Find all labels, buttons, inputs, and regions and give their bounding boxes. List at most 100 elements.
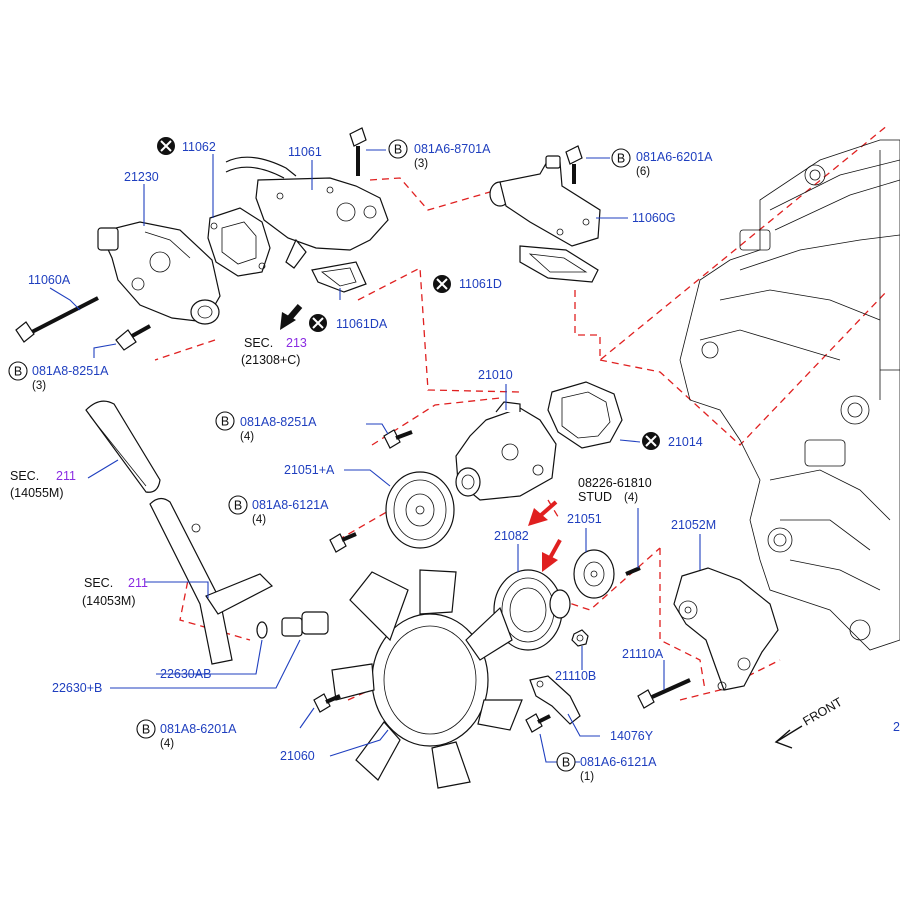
qty-081A8-6201A: (4) bbox=[160, 738, 174, 750]
label-21082: 21082 bbox=[494, 529, 529, 543]
bolt-081A6-6121A bbox=[525, 713, 551, 733]
bolt-marker-icon: B bbox=[611, 148, 631, 168]
label-21051: 21051 bbox=[567, 512, 602, 526]
leader-lines bbox=[49, 149, 701, 763]
bolt-081A8-8251A-mid bbox=[383, 429, 413, 449]
bolt-081A8-6201A bbox=[313, 693, 341, 713]
label-081A8-6121A: 081A8-6121A bbox=[252, 498, 329, 512]
bolt-marker-icon: B bbox=[8, 361, 28, 381]
washer-22630AB bbox=[256, 621, 268, 639]
edge-label: 2 bbox=[893, 720, 900, 734]
qty-081A8-6121A: (4) bbox=[252, 514, 266, 526]
svg-text:B: B bbox=[617, 152, 625, 166]
bolt-21110A bbox=[637, 678, 691, 709]
bolt-11060A bbox=[15, 296, 99, 343]
gasket-21014 bbox=[547, 381, 623, 449]
label-21110B: 21110B bbox=[555, 669, 596, 683]
bolt-081A6-6201A bbox=[565, 145, 583, 184]
bolt-081A8-6121A bbox=[329, 532, 357, 553]
label-11060A: 11060A bbox=[28, 273, 71, 287]
water-pump-21010 bbox=[455, 401, 557, 501]
sec-211b-ref: (14053M) bbox=[82, 594, 136, 608]
label-21010: 21010 bbox=[478, 368, 513, 382]
label-081A6-8701A: 081A6-8701A bbox=[414, 142, 491, 156]
svg-text:B: B bbox=[562, 756, 570, 770]
qty-081A8-8251A-top: (3) bbox=[32, 380, 46, 392]
svg-text:B: B bbox=[14, 365, 22, 379]
pipe-14053M bbox=[149, 497, 274, 665]
stud-08226-61810 bbox=[625, 566, 641, 576]
svg-text:B: B bbox=[142, 723, 150, 737]
water-housing-11061 bbox=[225, 156, 389, 269]
label-22630B: 22630+B bbox=[52, 681, 102, 695]
svg-text:B: B bbox=[394, 143, 402, 157]
sec-211a-ref: (14055M) bbox=[10, 486, 64, 500]
pulley-21051 bbox=[573, 549, 615, 599]
label-21110A: 21110A bbox=[622, 647, 664, 661]
bracket-14076Y bbox=[529, 675, 581, 725]
sec-213-ref: (21308+C) bbox=[241, 353, 300, 367]
label-21014: 21014 bbox=[668, 435, 703, 449]
sec-211b-number: 211 bbox=[128, 576, 148, 590]
front-arrow bbox=[774, 725, 803, 749]
qty-081A6-6121A: (1) bbox=[580, 771, 594, 783]
bolt-marker-icon: B bbox=[215, 411, 235, 431]
label-11062: 11062 bbox=[182, 140, 216, 154]
gasket-11062 bbox=[207, 207, 271, 277]
label-11061: 11061 bbox=[288, 145, 322, 159]
x-circle-icon bbox=[642, 432, 660, 450]
gasket-11061DA bbox=[311, 261, 367, 293]
qty-081A8-8251A-mid: (4) bbox=[240, 431, 254, 443]
sec-213-number: 213 bbox=[286, 336, 307, 350]
sec-211a-number: 211 bbox=[56, 469, 76, 483]
discontinued-markers bbox=[157, 137, 660, 450]
sec-211a-word: SEC. bbox=[10, 469, 39, 483]
bolt-markers: B B B B B B B bbox=[8, 139, 631, 772]
gasket-11061D bbox=[519, 245, 599, 283]
label-21230: 21230 bbox=[124, 170, 159, 184]
label-21060: 21060 bbox=[280, 749, 315, 763]
x-circle-icon bbox=[309, 314, 327, 332]
sensor-22630B bbox=[281, 611, 329, 637]
label-11060G: 11060G bbox=[632, 211, 676, 225]
label-11061D: 11061D bbox=[459, 277, 502, 291]
sec-211b-word: SEC. bbox=[84, 576, 113, 590]
nut-21110B bbox=[571, 629, 589, 647]
qty-08226-61810: (4) bbox=[624, 492, 638, 504]
label-081A8-8251A-top: 081A8-8251A bbox=[32, 364, 109, 378]
bolt-marker-icon: B bbox=[228, 495, 248, 515]
bracket-21052M bbox=[673, 567, 779, 691]
qty-081A6-6201A: (6) bbox=[636, 166, 650, 178]
sec-213-arrow bbox=[280, 304, 303, 330]
sec-213-word: SEC. bbox=[244, 336, 273, 350]
svg-text:B: B bbox=[221, 415, 229, 429]
red-arrows bbox=[528, 500, 562, 572]
bolt-marker-icon: B bbox=[388, 139, 408, 159]
water-outlet-11060G bbox=[489, 155, 601, 247]
hose-14055M bbox=[85, 400, 161, 493]
label-21051A: 21051+A bbox=[284, 463, 335, 477]
cooling-fan-21060 bbox=[331, 569, 523, 789]
label-11061DA: 11061DA bbox=[336, 317, 388, 331]
water-outlet-21230 bbox=[97, 221, 221, 325]
label-081A6-6201A: 081A6-6201A bbox=[636, 150, 713, 164]
pulley-21051A bbox=[385, 471, 455, 549]
stud-word: STUD bbox=[578, 490, 612, 504]
label-081A6-6121A: 081A6-6121A bbox=[580, 755, 657, 769]
label-08226-61810: 08226-61810 bbox=[578, 476, 652, 490]
x-circle-icon bbox=[157, 137, 175, 155]
front-label: FRONT bbox=[801, 695, 846, 729]
bolt-marker-icon: B bbox=[136, 719, 156, 739]
svg-text:B: B bbox=[234, 499, 242, 513]
label-081A8-6201A: 081A8-6201A bbox=[160, 722, 237, 736]
bolt-marker-icon: B bbox=[556, 752, 576, 772]
qty-081A6-8701A: (3) bbox=[414, 158, 428, 170]
part-labels: 11062 11061 21230 11060A 081A6-8701A (3)… bbox=[10, 140, 900, 783]
label-14076Y: 14076Y bbox=[610, 729, 654, 743]
engine-block bbox=[679, 139, 900, 651]
fan-clutch-21082 bbox=[493, 569, 571, 651]
label-22630AB: 22630AB bbox=[160, 667, 211, 681]
bolt-081A6-8701A bbox=[349, 127, 367, 176]
label-21052M: 21052M bbox=[671, 518, 716, 532]
